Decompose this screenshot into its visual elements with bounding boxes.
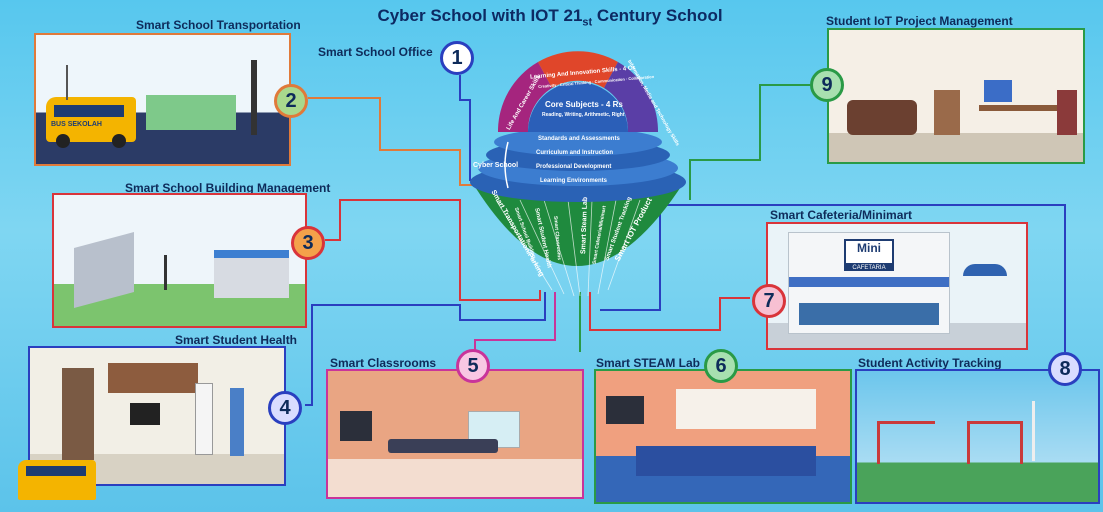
core-dome: [528, 82, 628, 132]
label-transport: Smart School Transportation: [136, 18, 301, 32]
hub-ring-1: Standards and Assessments: [538, 136, 620, 142]
label-classrooms: Smart Classrooms: [330, 356, 437, 370]
panel-cafeteria: Mini CAFETARIA: [766, 222, 1028, 350]
hub-bowl: [472, 182, 684, 266]
hub-ring-2: Curriculum and Instruction: [536, 150, 614, 156]
badge-6: 6: [704, 349, 738, 383]
cafeteria-sign: CAFETARIA: [844, 265, 894, 271]
hub-ring-4: Learning Environments: [540, 178, 608, 184]
label-steam: Smart STEAM Lab: [596, 356, 701, 370]
label-health: Smart Student Health: [175, 333, 298, 347]
solar-building: [214, 250, 289, 298]
hub-cyber-label: Cyber School: [473, 162, 519, 169]
label-tracking: Student Activity Tracking: [858, 356, 1002, 370]
cabinet: [934, 90, 960, 135]
bookshelf: [1057, 90, 1077, 135]
badge-1: 1: [440, 41, 474, 75]
page-title: Cyber School with IOT 21st Century Schoo…: [377, 6, 723, 29]
computer-monitor: [130, 403, 160, 425]
doctor-figure: [195, 383, 213, 455]
hub-core-label: Core Subjects - 4 Rs: [545, 100, 623, 109]
panel-iot-project: [827, 28, 1085, 164]
lab-screen: [606, 396, 644, 424]
umbrella: [963, 264, 1007, 276]
wind-turbine: [66, 65, 68, 100]
badge-5: 5: [456, 349, 490, 383]
badge-9: 9: [810, 68, 844, 102]
smart-building: [74, 231, 134, 309]
lab-bench: [636, 446, 816, 476]
connector-3: [325, 199, 541, 301]
badge-3: 3: [291, 226, 325, 260]
badge-2: 2: [274, 84, 308, 118]
antenna-tower: [251, 60, 257, 135]
badge-8: 8: [1048, 352, 1082, 386]
door: [62, 368, 94, 460]
connector-4: [305, 292, 546, 406]
arc-top: [538, 51, 618, 88]
connector-2: [308, 97, 485, 186]
connector-7: [589, 292, 750, 331]
bus-stop: [146, 95, 236, 130]
lab-windows: [676, 389, 816, 429]
desk-monitor: [984, 80, 1012, 102]
bus-bottom: [18, 460, 96, 500]
panel-tracking: [855, 369, 1100, 504]
ring-1: [494, 128, 662, 156]
central-hub: [470, 51, 686, 297]
minimart-logo: Mini: [844, 239, 894, 265]
slide: [877, 421, 935, 464]
panel-classrooms: [326, 369, 584, 499]
desk: [979, 105, 1059, 111]
swing-set: [967, 421, 1023, 464]
hub-ring-3: Professional Development: [536, 164, 612, 170]
panel-transport: BUS SEKOLAH: [34, 33, 291, 166]
arc-left: [497, 62, 552, 132]
minimart-building: Mini CAFETARIA: [788, 232, 950, 334]
wind-turbine-2: [1032, 401, 1035, 461]
label-cafeteria: Smart Cafeteria/Minimart: [770, 208, 913, 222]
label-building: Smart School Building Management: [125, 181, 331, 195]
label-iot-project: Student IoT Project Management: [826, 14, 1013, 28]
badge-4: 4: [268, 391, 302, 425]
medicine-cabinet: [108, 363, 198, 393]
smart-screen: [340, 411, 372, 441]
sofa: [847, 100, 917, 135]
panel-steam: [594, 369, 852, 504]
bus-label: BUS SEKOLAH: [51, 121, 102, 128]
student-figure: [230, 388, 244, 456]
school-bus: BUS SEKOLAH: [46, 97, 136, 148]
desks: [388, 439, 498, 453]
arc-right: [604, 62, 659, 132]
connector-9: [689, 84, 810, 200]
street-lamp: [164, 255, 167, 290]
badge-7: 7: [752, 284, 786, 318]
label-office: Smart School Office: [318, 45, 433, 59]
panel-building: [52, 193, 307, 328]
connector-5: [474, 292, 556, 352]
hub-core-sub: Reading, Writing, Arithmetic, Right: [542, 112, 625, 118]
